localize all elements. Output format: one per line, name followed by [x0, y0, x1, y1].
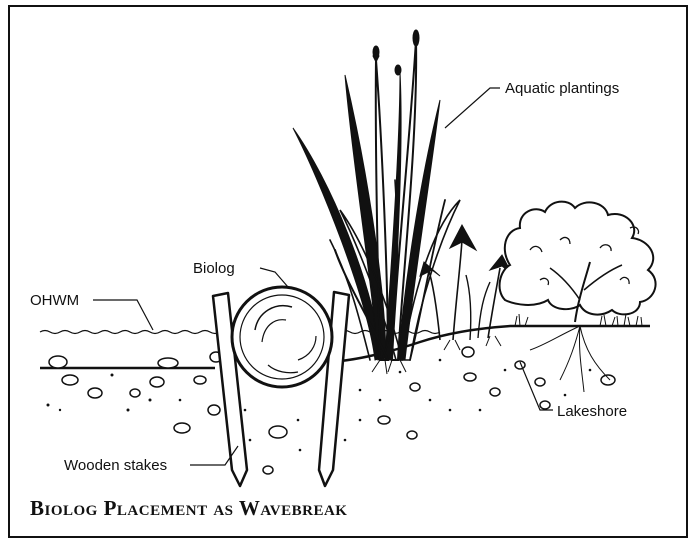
label-biolog: Biolog — [193, 260, 235, 277]
shore-grass — [515, 314, 642, 326]
label-wooden-stakes: Wooden stakes — [64, 457, 167, 474]
shrub — [500, 202, 656, 322]
label-ohwm: OHWM — [30, 292, 79, 309]
label-lakeshore: Lakeshore — [557, 403, 627, 420]
label-aquatic-plantings: Aquatic plantings — [505, 80, 619, 97]
diagram-title: Biolog Placement as Wavebreak — [30, 496, 347, 521]
biolog — [232, 287, 332, 387]
